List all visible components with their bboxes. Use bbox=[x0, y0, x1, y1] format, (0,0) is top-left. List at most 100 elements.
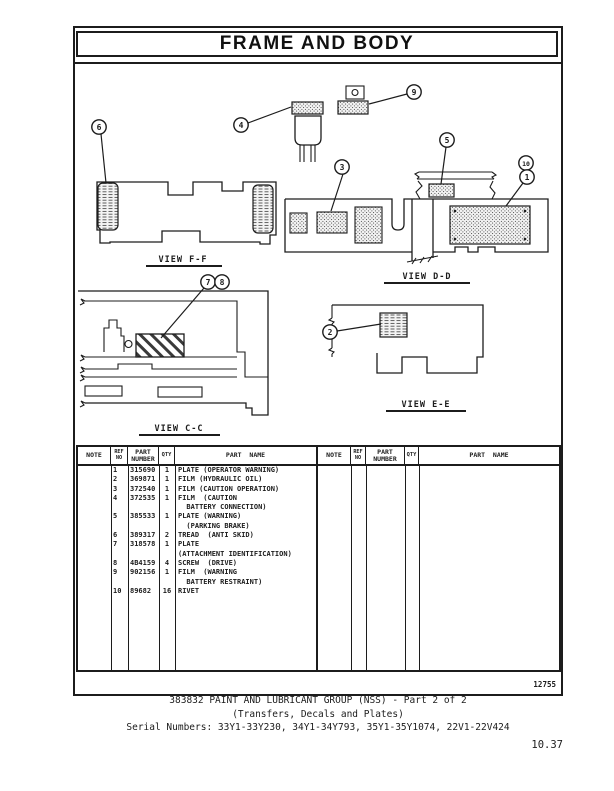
callout-circle-5 bbox=[439, 132, 455, 148]
table-body-right bbox=[318, 466, 559, 670]
cell-pn: 372540 bbox=[130, 484, 156, 493]
cell-ref: 4 bbox=[113, 493, 118, 502]
callout-number-2: 2 bbox=[328, 328, 333, 337]
callout-circle-1 bbox=[519, 169, 535, 185]
callout-leader-8 bbox=[160, 287, 205, 339]
print-code: 12755 bbox=[533, 680, 556, 689]
cell-name: PLATE (WARNING) bbox=[178, 512, 242, 521]
cell-note bbox=[78, 587, 111, 596]
callout-number-4: 4 bbox=[239, 121, 244, 130]
cell-ref bbox=[111, 503, 128, 512]
cell-qty: 4 bbox=[164, 558, 170, 567]
page-number: 10.37 bbox=[531, 739, 563, 751]
cell-name: PLATE (OPERATOR WARNING) bbox=[178, 466, 280, 474]
cell-qty bbox=[159, 522, 175, 531]
footer-group-title: 383832 PAINT AND LUBRICANT GROUP (NSS) -… bbox=[169, 695, 467, 706]
plate-operator-warning bbox=[449, 205, 531, 245]
film-caution-operation bbox=[316, 211, 348, 234]
cell-ref: 7 bbox=[113, 540, 118, 549]
table-row: BATTERY CONNECTION) bbox=[78, 503, 316, 512]
cell-pn: 389317 bbox=[130, 531, 156, 540]
cell-name: (PARKING BRAKE) bbox=[178, 521, 250, 530]
view-dd-drawing bbox=[284, 171, 549, 265]
page-title: FRAME AND BODY bbox=[219, 33, 415, 54]
cell-qty: 1 bbox=[164, 512, 170, 521]
callout-circle-3 bbox=[334, 159, 350, 175]
cell-qty: 16 bbox=[162, 586, 172, 595]
cell-pn: 89682 bbox=[130, 586, 152, 595]
col-qty: QTY bbox=[405, 447, 419, 464]
col-note: NOTE bbox=[318, 447, 351, 464]
view-ff-drawing bbox=[96, 181, 277, 245]
view-dd-label: VIEW D-D bbox=[403, 272, 452, 282]
cell-pn: 902156 bbox=[130, 568, 156, 577]
cell-pn: 4B4159 bbox=[130, 558, 156, 567]
callout-circle-2 bbox=[322, 324, 338, 340]
cell-pn: 372535 bbox=[130, 493, 156, 502]
cell-pn bbox=[128, 522, 159, 531]
cell-name: FILM (HYDRAULIC OIL) bbox=[178, 475, 263, 484]
callout-leader-6 bbox=[100, 133, 107, 184]
callout-leader-5 bbox=[440, 146, 447, 185]
tread-pad-left bbox=[97, 182, 119, 231]
cell-qty: 1 bbox=[164, 540, 170, 549]
view-ee-drawing bbox=[327, 304, 484, 374]
cell-name: BATTERY RESTRAINT) bbox=[178, 577, 263, 586]
cell-note bbox=[78, 485, 111, 494]
cell-qty: 1 bbox=[164, 568, 170, 577]
film-caution-battery bbox=[291, 101, 324, 115]
cell-qty: 1 bbox=[164, 466, 170, 474]
callout-leader-1 bbox=[505, 182, 524, 207]
callout-number-5: 5 bbox=[445, 136, 450, 145]
plate-attachment-id bbox=[135, 333, 185, 358]
callout-circle-9 bbox=[406, 84, 422, 100]
cell-pn: 385533 bbox=[130, 512, 156, 521]
callout-number-1: 1 bbox=[525, 173, 530, 182]
footer-subtitle: (Transfers, Decals and Plates) bbox=[232, 709, 404, 720]
cell-note bbox=[78, 578, 111, 587]
callout-number-7: 7 bbox=[206, 278, 211, 287]
cell-pn bbox=[128, 550, 159, 559]
callout-number-8: 8 bbox=[220, 278, 225, 287]
table-row: (PARKING BRAKE) bbox=[78, 522, 316, 531]
callout-leader-4 bbox=[247, 106, 292, 124]
cell-note bbox=[78, 494, 111, 503]
cell-pn: 315690 bbox=[130, 466, 156, 474]
table-row: (ATTACHMENT IDENTIFICATION) bbox=[78, 550, 316, 559]
cell-name: RIVET bbox=[178, 586, 200, 595]
view-ff-label: VIEW F-F bbox=[159, 255, 208, 265]
film-warning-restraint bbox=[337, 100, 369, 115]
cell-name: TREAD (ANTI SKID) bbox=[178, 531, 254, 540]
column-divider bbox=[175, 466, 176, 670]
cell-qty: 1 bbox=[164, 475, 170, 484]
cell-qty bbox=[159, 578, 175, 587]
cell-ref: 9 bbox=[113, 568, 118, 577]
cell-ref: 5 bbox=[113, 512, 118, 521]
cell-qty bbox=[159, 550, 175, 559]
cell-name: SCREW (DRIVE) bbox=[178, 558, 238, 567]
cell-name: (ATTACHMENT IDENTIFICATION) bbox=[178, 549, 292, 558]
cell-note bbox=[78, 568, 111, 577]
column-divider bbox=[128, 466, 129, 670]
table-row: 9 902156 1 FILM (WARNING bbox=[78, 568, 316, 577]
tread-pad-right bbox=[252, 184, 274, 234]
cell-ref bbox=[111, 578, 128, 587]
column-divider bbox=[405, 466, 406, 670]
cell-note bbox=[78, 550, 111, 559]
cell-note bbox=[78, 512, 111, 521]
view-cc-label: VIEW C-C bbox=[155, 424, 204, 434]
cell-pn bbox=[128, 503, 159, 512]
cell-name: FILM (CAUTION bbox=[178, 493, 238, 502]
view-cc-drawing bbox=[78, 290, 269, 416]
cell-qty bbox=[159, 503, 175, 512]
cell-name: FILM (WARNING bbox=[178, 568, 238, 577]
